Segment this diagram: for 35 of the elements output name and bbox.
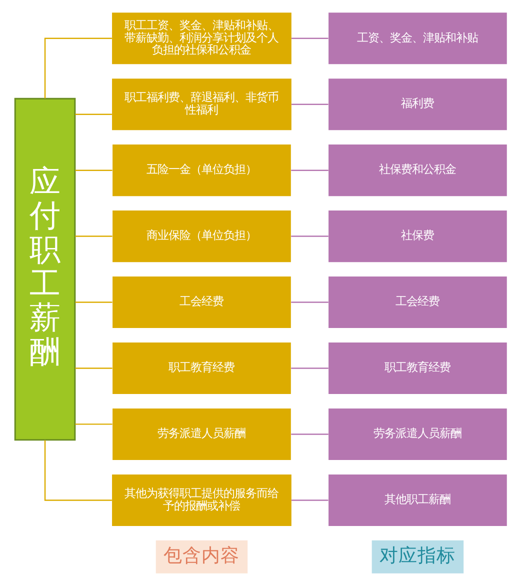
connector — [75, 170, 112, 171]
node-box: 其他职工薪酬 — [328, 474, 507, 526]
connector — [291, 434, 328, 435]
connector — [291, 368, 328, 369]
connector — [75, 114, 112, 115]
node-box: 职工教育经费 — [328, 342, 507, 394]
node-box: 商业保险（单位负担） — [112, 210, 291, 262]
connector — [75, 236, 112, 237]
node-box: 工会经费 — [112, 276, 291, 328]
node-box: 对应指标 — [372, 540, 464, 574]
connector — [291, 302, 328, 303]
connector — [44, 440, 112, 501]
connector — [291, 236, 328, 237]
node-box: 包含内容 — [156, 540, 248, 574]
node-box: 五险一金（单位负担） — [112, 144, 291, 196]
connector — [291, 170, 328, 171]
connector — [75, 424, 112, 425]
node-box: 应付职工薪酬 — [14, 98, 76, 441]
node-box: 劳务派遣人员薪酬 — [112, 408, 291, 460]
node-box: 社保费 — [328, 210, 507, 262]
node-box: 其他为获得职工提供的服务而给予的报酬或补偿 — [112, 474, 292, 526]
connector — [75, 368, 112, 369]
node-box: 工资、奖金、津贴和补贴 — [328, 12, 507, 64]
node-box: 福利费 — [328, 78, 507, 130]
node-box: 工会经费 — [328, 276, 507, 328]
node-box: 职工工资、奖金、津贴和补贴、带薪缺勤、利润分享计划及个人负担的社保和公积金 — [112, 12, 292, 64]
connector — [291, 38, 328, 39]
node-box: 社保费和公积金 — [328, 144, 507, 196]
connector — [75, 302, 112, 303]
node-box: 劳务派遣人员薪酬 — [328, 408, 507, 460]
node-box: 职工教育经费 — [112, 342, 291, 394]
node-box: 职工福利费、辞退福利、非货币性福利 — [112, 78, 292, 130]
connector — [44, 38, 112, 98]
connector — [291, 104, 328, 105]
connector — [291, 500, 328, 501]
